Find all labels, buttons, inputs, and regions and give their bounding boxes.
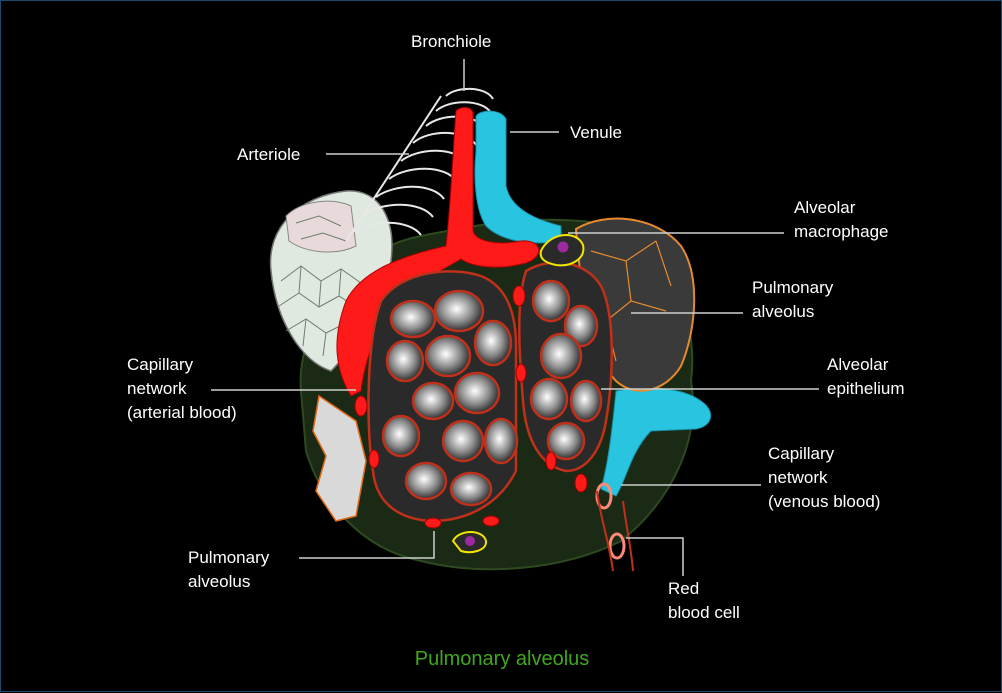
- capillary-red-cells: [354, 285, 588, 529]
- macrophages: [451, 233, 585, 554]
- label-arteriole: Arteriole: [237, 145, 301, 164]
- label-pulmonary-alveolus-right: Pulmonary alveolus: [752, 278, 834, 321]
- label-capillary-venous: Capillary network (venous blood): [768, 444, 881, 511]
- label-alveolar-epithelium: Alveolar epithelium: [827, 355, 905, 398]
- label-bronchiole: Bronchiole: [411, 32, 492, 51]
- pleura-sheet: [312, 394, 367, 522]
- label-capillary-arterial: Capillary network (arterial blood): [127, 355, 237, 422]
- label-venule: Venule: [570, 123, 622, 142]
- leader-lines: [211, 59, 819, 576]
- leader-pulmonary-alveolus-bottom: [299, 531, 435, 559]
- leader-red-blood-cell: [626, 537, 684, 576]
- venous-capillary: [596, 490, 634, 572]
- label-red-blood-cell: Red blood cell: [668, 579, 740, 622]
- label-pulmonary-alveolus-bottom: Pulmonary alveolus: [188, 548, 270, 591]
- central-alveoli: [367, 261, 613, 523]
- label-alveolar-macrophage: Alveolar macrophage: [794, 198, 889, 241]
- diagram-caption: Pulmonary alveolus: [414, 648, 590, 670]
